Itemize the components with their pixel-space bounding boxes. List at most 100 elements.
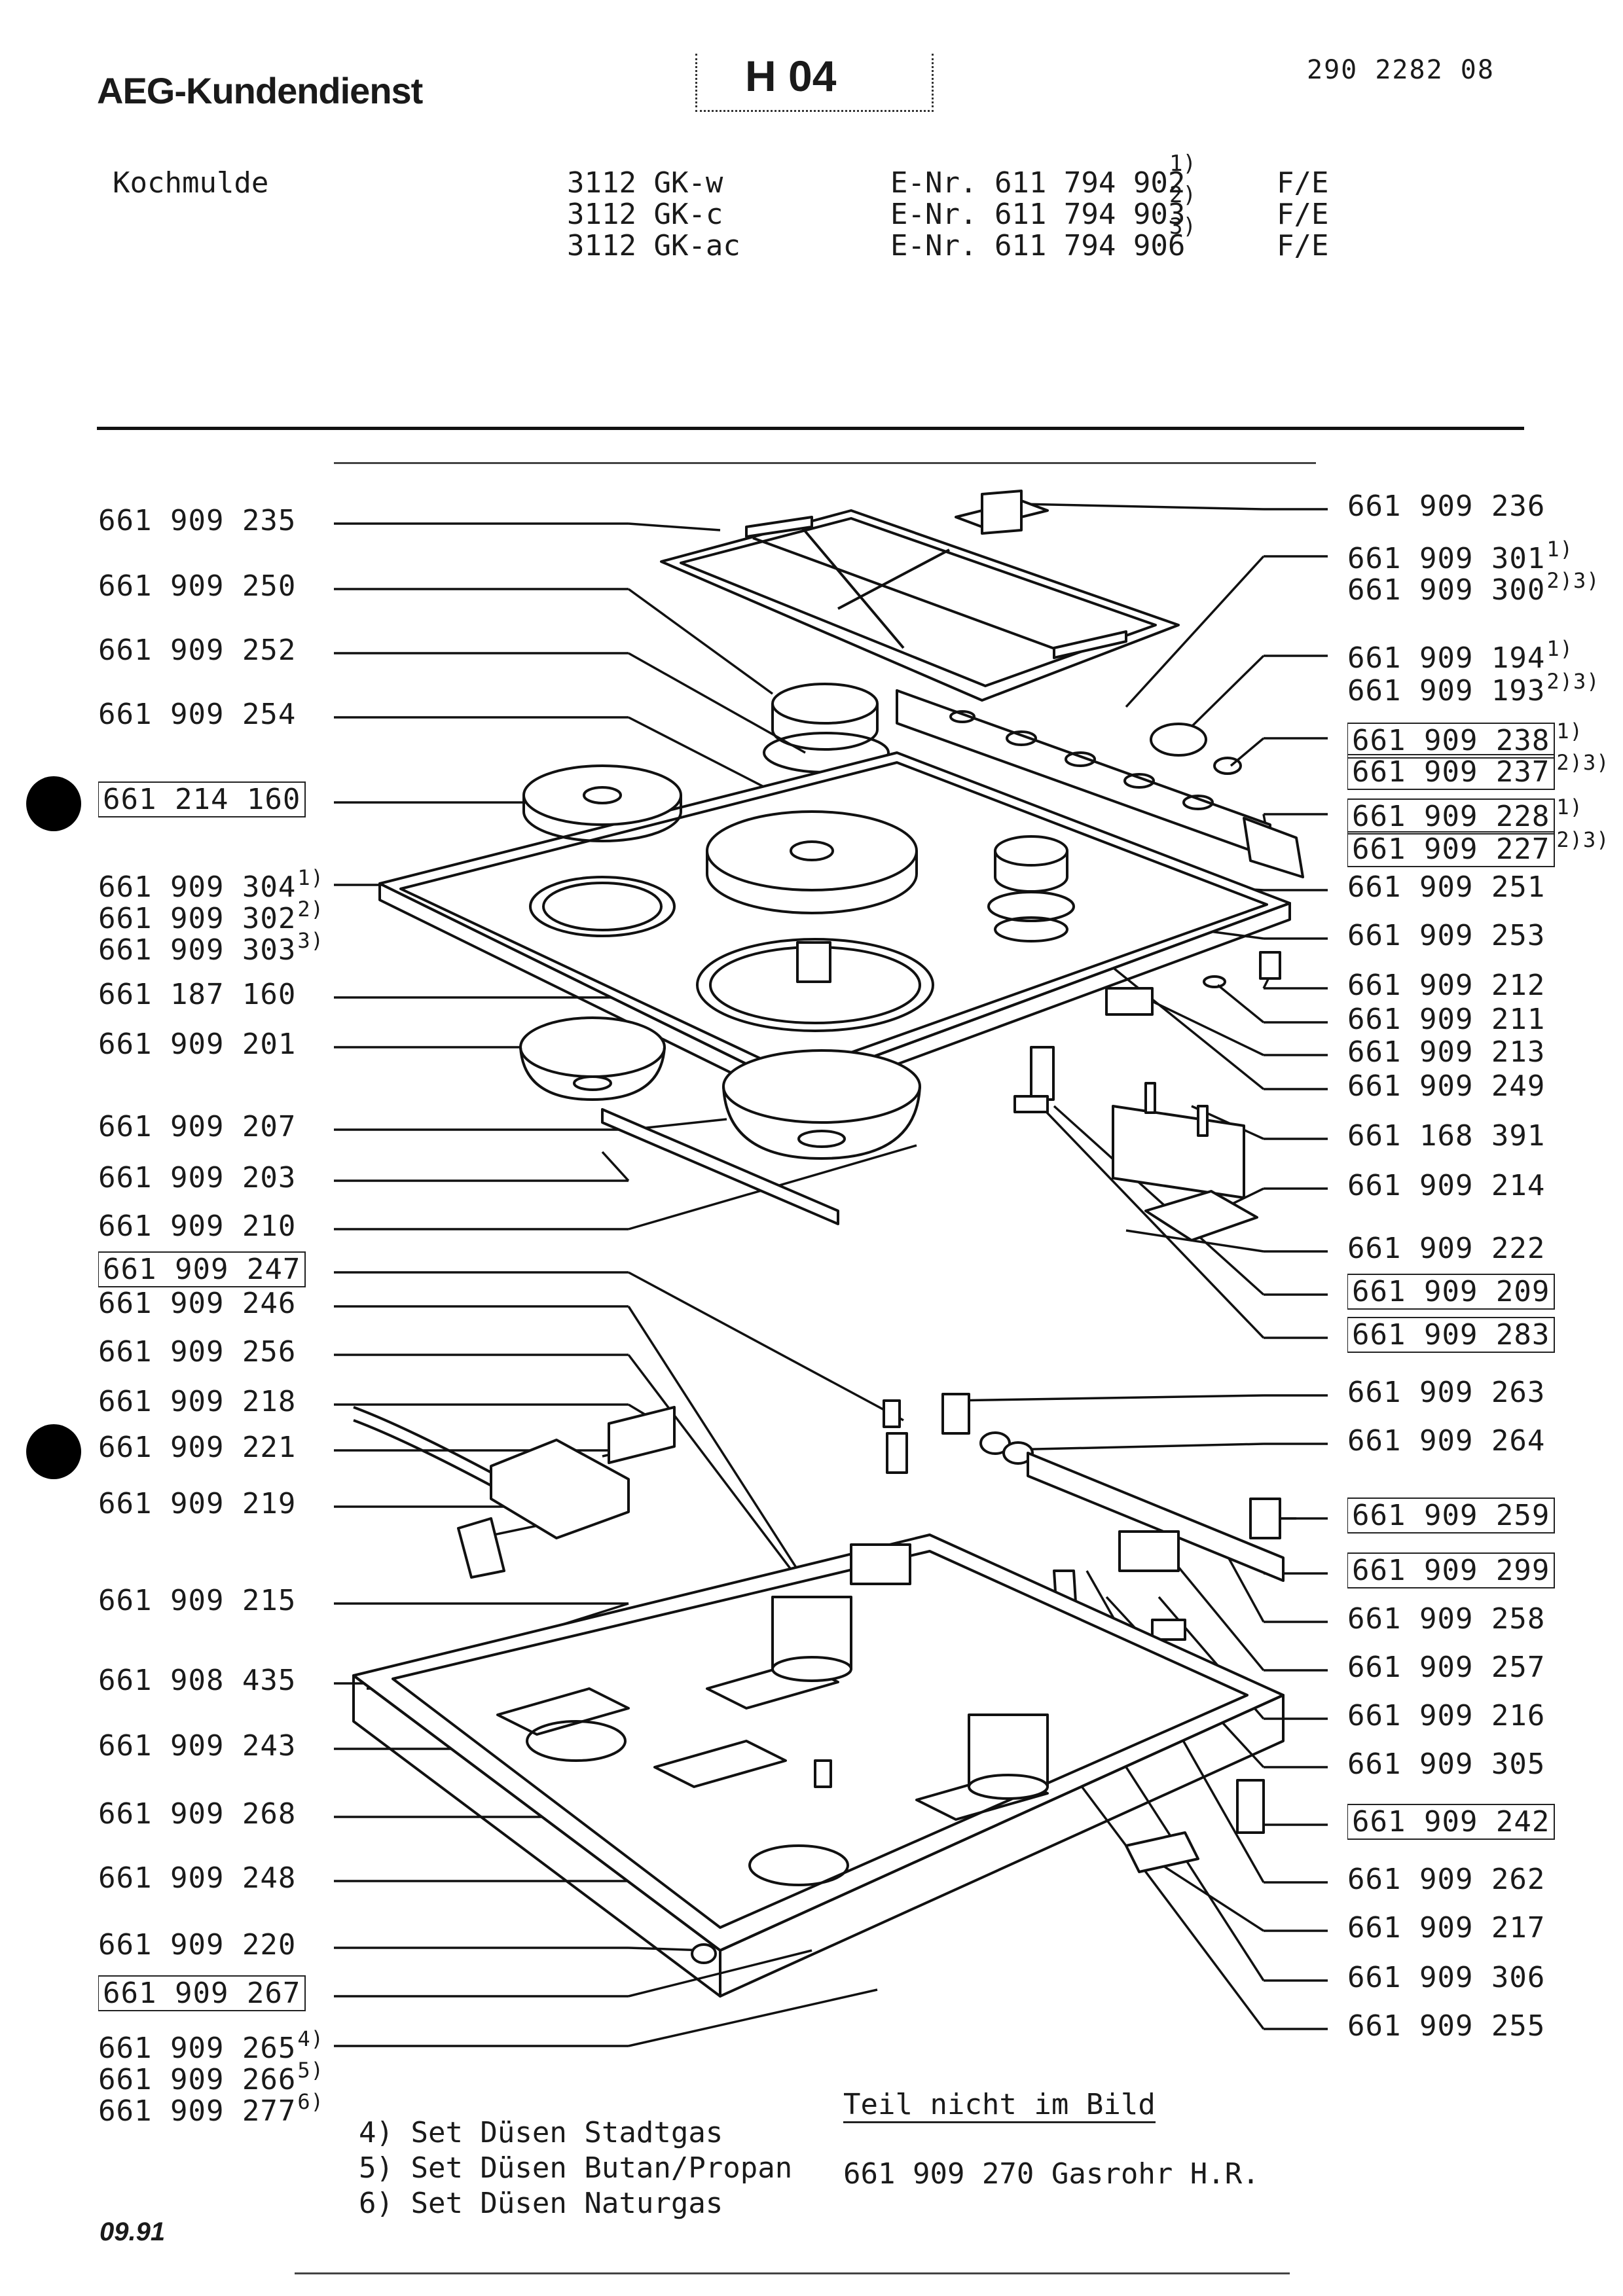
gas-pipe-assembly — [883, 1393, 1285, 1677]
part-number-text: 661 909 211 — [1347, 1003, 1546, 1036]
part-number-text: 661 909 303 — [98, 933, 297, 967]
part-number-text: 661 909 253 — [1347, 919, 1546, 952]
part-number-text: 661 909 266 — [98, 2063, 297, 2096]
variant-code: F/E — [1277, 198, 1329, 231]
part-number-right: 661 909 236 — [1347, 490, 1545, 523]
part-number-text: 661 909 251 — [1347, 870, 1546, 904]
burner-cap — [771, 683, 879, 725]
part-number-text: 661 909 265 — [98, 2032, 297, 2065]
footnote-marker: 4) — [297, 2026, 324, 2051]
mounting-bar — [601, 1108, 839, 1225]
part-number-text: 661 909 217 — [1347, 1911, 1546, 1945]
leader-line — [627, 588, 774, 695]
part-number-text: 661 909 263 — [1347, 1376, 1546, 1409]
part-number-right: 661 909 209 — [1347, 1274, 1556, 1310]
part-number-left: 661 909 243 — [98, 1729, 296, 1763]
leader-line — [1033, 1098, 1265, 1339]
part-number-right: 661 909 249 — [1347, 1069, 1545, 1103]
part-number-text: 661 909 209 — [1347, 1274, 1556, 1310]
part-number-text: 661 909 259 — [1347, 1498, 1556, 1534]
enr-number: E-Nr. 611 794 906 — [890, 229, 1186, 262]
part-number-right: 661 909 1941) — [1347, 636, 1573, 675]
footnote-marker: 1) — [1546, 537, 1573, 562]
part-number-text: 661 909 305 — [1347, 1748, 1546, 1781]
part-number-text: 661 909 242 — [1347, 1804, 1556, 1840]
part-number-right: 661 909 211 — [1347, 1003, 1545, 1036]
enr-number: E-Nr. 611 794 903 — [890, 198, 1186, 231]
part-number-left: 661 187 160 — [98, 978, 296, 1011]
part-number-right: 661 909 264 — [1347, 1424, 1545, 1458]
not-pictured-item: 661 909 270 Gasrohr H.R. — [843, 2157, 1260, 2191]
burner-right — [994, 835, 1068, 867]
revision-date: 09.91 — [100, 2217, 166, 2246]
part-number-text: 661 909 207 — [98, 1110, 297, 1143]
part-number-text: 661 168 391 — [1347, 1119, 1546, 1153]
part-number-right: 661 909 216 — [1347, 1699, 1545, 1732]
part-number-text: 661 187 160 — [98, 978, 297, 1011]
part-number-left: 661 909 220 — [98, 1928, 296, 1962]
leader-line — [1125, 1229, 1264, 1253]
part-number-text: 661 909 306 — [1347, 1961, 1546, 1994]
part-number-text: 661 909 300 — [1347, 573, 1546, 607]
part-number-text: 661 909 256 — [98, 1335, 297, 1369]
cooktop-parts — [352, 490, 1304, 1998]
part-number-left: 661 909 3041) — [98, 865, 324, 904]
control-panel-strip — [896, 689, 1304, 878]
marker-dot — [26, 776, 81, 831]
leader-line — [1053, 1105, 1265, 1296]
part-number-left: 661 909 215 — [98, 1584, 296, 1617]
part-number-text: 661 909 193 — [1347, 674, 1546, 708]
drawing-top-line — [334, 462, 1316, 464]
footnote-marker: 3) — [1169, 213, 1196, 240]
hotplate-ring-centre — [696, 938, 934, 1032]
part-number-text: 661 909 210 — [98, 1210, 297, 1243]
burner-unit-right — [968, 1713, 1049, 1800]
leader-line — [628, 1271, 904, 1422]
part-number-left: 661 909 203 — [98, 1161, 296, 1194]
part-number-right: 661 168 391 — [1347, 1119, 1545, 1153]
enr-number: E-Nr. 611 794 902 — [890, 166, 1186, 200]
part-number-right: 661 909 213 — [1347, 1035, 1545, 1069]
part-number-text: 661 214 160 — [98, 781, 306, 817]
footnote-marker: 5) — [297, 2058, 324, 2083]
element-bowl-left — [519, 1016, 666, 1078]
part-number-right: 661 909 217 — [1347, 1911, 1545, 1945]
model-name: 3112 GK-ac — [567, 229, 740, 262]
marker-dot — [26, 1424, 81, 1479]
legend-item: 6) Set Düsen Naturgas — [359, 2187, 723, 2220]
thermocouple-holder — [1236, 1779, 1265, 1834]
part-number-text: 661 909 248 — [98, 1861, 297, 1895]
part-number-text: 661 909 212 — [1347, 969, 1546, 1002]
variant-code: F/E — [1277, 166, 1329, 200]
hotplate-large — [706, 810, 918, 891]
document-number: 290 2282 08 — [1307, 55, 1495, 85]
leader-line — [628, 522, 721, 531]
footnote-marker: 2)3) — [1546, 669, 1600, 694]
part-number-left: 661 909 267 — [98, 1975, 306, 2011]
part-number-left: 661 909 250 — [98, 569, 296, 603]
part-number-text: 661 909 236 — [1347, 490, 1546, 523]
leader-line — [1008, 1443, 1264, 1451]
part-number-text: 661 909 219 — [98, 1487, 297, 1520]
leader-line — [1230, 737, 1265, 767]
bracket-clip — [1125, 1831, 1199, 1873]
variant-code: F/E — [1277, 229, 1329, 262]
part-number-right: 661 909 253 — [1347, 919, 1545, 952]
part-number-text: 661 909 258 — [1347, 1602, 1546, 1636]
part-number-text: 661 909 301 — [1347, 542, 1546, 575]
insulation-pad — [1144, 1190, 1258, 1242]
part-number-text: 661 909 243 — [98, 1729, 297, 1763]
injector-jet — [814, 1759, 832, 1788]
part-number-text: 661 909 267 — [98, 1975, 306, 2011]
part-number-right: 661 909 263 — [1347, 1376, 1545, 1409]
part-number-right: 661 909 258 — [1347, 1602, 1545, 1636]
leader-line — [1216, 984, 1265, 1024]
leader-line — [949, 1394, 1264, 1402]
part-number-text: 661 909 254 — [98, 698, 297, 731]
part-number-text: 661 909 218 — [98, 1385, 297, 1418]
section-code-frame — [695, 54, 934, 112]
foot — [691, 1943, 717, 1964]
